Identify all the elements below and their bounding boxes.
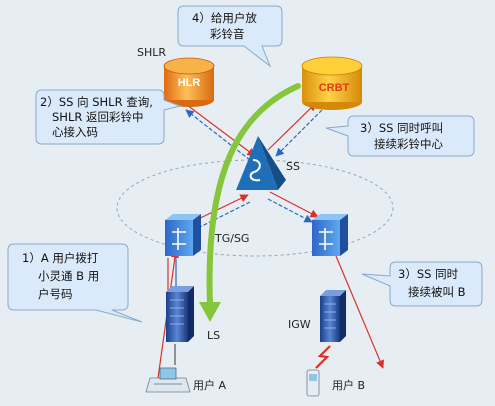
callout-step2: 2）SS 向 SHLR 查询, SHLR 返回彩铃中 心接入码 [35, 89, 182, 145]
igw-server-icon [320, 290, 346, 342]
ringback-arrow [206, 83, 301, 308]
ss-softswitch-icon [236, 136, 286, 190]
callout-step3b: 3）SS 同时 接续被叫 B [361, 261, 483, 307]
shlr-caption: SHLR [137, 46, 166, 59]
tg-sg-label: TG/SG [214, 232, 249, 245]
shlr-db-label: HLR [178, 77, 201, 89]
callout-step4-line2: 彩铃音 [210, 27, 245, 41]
right-switch-icon [312, 214, 348, 256]
ls-label: LS [207, 329, 220, 342]
callout-step3b-line2: 接续被叫 B [408, 285, 466, 299]
callout-step3a-line2: 接续彩铃中心 [374, 137, 443, 151]
crbt-database-icon [301, 56, 363, 110]
user-a-label: 用户 A [193, 378, 226, 392]
crbt-db-label: CRBT [319, 82, 350, 94]
user-b-phone-icon [306, 369, 320, 397]
callout-step2-line3: 心接入码 [52, 125, 98, 139]
callout-step4-line1: 4）给用户放 [192, 11, 257, 25]
shlr-database-icon [163, 57, 215, 107]
callout-step2-line2: SHLR 返回彩铃中 [52, 110, 144, 124]
callout-step1: 1）A 用户拨打 小灵通 B 用 户号码 [7, 243, 143, 323]
callout-step3a: 3）SS 同时呼叫 接续彩铃中心 [325, 115, 475, 157]
callout-step3b-line1: 3）SS 同时 [398, 267, 459, 281]
callout-step1-line1: 1）A 用户拨打 [22, 251, 99, 265]
ls-server-icon [166, 286, 194, 342]
callout-step1-line3: 户号码 [38, 287, 73, 301]
igw-label: IGW [288, 318, 311, 331]
callout-step2-line1: 2）SS 向 SHLR 查询, [40, 95, 153, 109]
user-b-label: 用户 B [332, 378, 365, 392]
ringback-arrow-head [199, 302, 221, 322]
wireless-signal-icon [315, 345, 331, 369]
callout-step3a-line1: 3）SS 同时呼叫 [360, 121, 443, 135]
callout-step1-line2: 小灵通 B 用 [38, 269, 99, 283]
tg-sg-switch-icon [165, 214, 201, 256]
ss-label: SS [286, 160, 300, 173]
callout-step4: 4）给用户放 彩铃音 [177, 5, 283, 68]
user-a-phone-icon [145, 367, 191, 393]
